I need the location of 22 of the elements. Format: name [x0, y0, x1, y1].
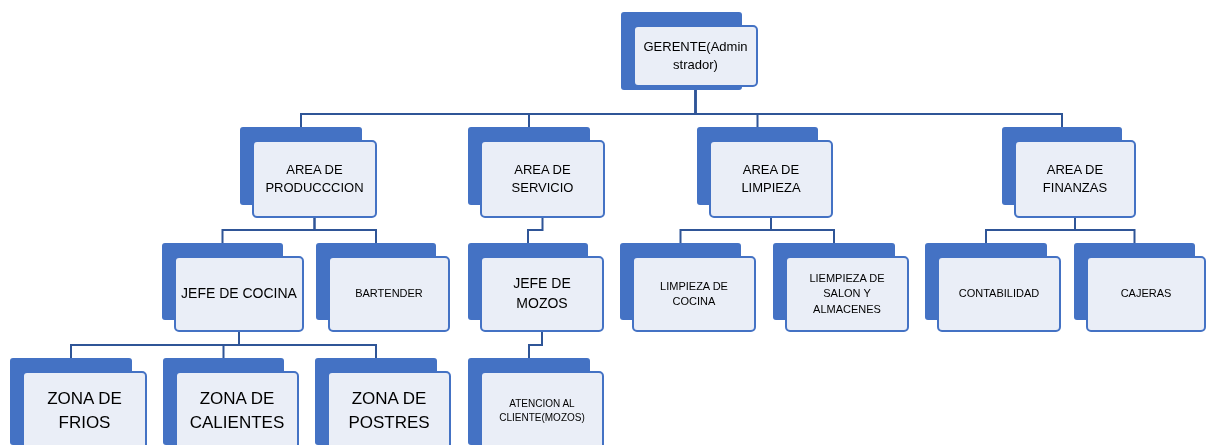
role-label: CONTABILIDAD [958, 286, 1040, 302]
role-label: BARTENDER [355, 286, 423, 302]
connector-line [528, 331, 543, 359]
role-label: CAJERAS [1120, 286, 1172, 302]
role-label: ZONA DE FRIOS [46, 388, 123, 434]
role-label: AREA DE FINANZAS [1041, 160, 1109, 197]
connector-line [313, 217, 377, 244]
role-label: ATENCION AL CLIENTE(MOZOS) [498, 397, 586, 425]
connector-line [238, 331, 377, 359]
role-label: GERENTE(Admin strador) [642, 37, 749, 74]
connector-line [1074, 217, 1136, 244]
role-label: JEFE DE MOZOS [512, 274, 572, 313]
connector-line [770, 217, 835, 244]
role-label: LIEMPIEZA DE SALON Y ALMACENES [808, 270, 886, 317]
role-label: JEFE DE COCINA [181, 284, 297, 304]
role-label: ZONA DE CALIENTES [188, 388, 286, 434]
connector-line [527, 217, 544, 244]
role-label: LIMPIEZA DE COCINA [659, 278, 729, 309]
role-label: ZONA DE POSTRES [347, 388, 431, 434]
role-label: AREA DE LIMPIEZA [740, 160, 802, 197]
role-label: AREA DE SERVICIO [510, 160, 575, 197]
role-label: AREA DE PRODUCCCION [264, 160, 365, 197]
